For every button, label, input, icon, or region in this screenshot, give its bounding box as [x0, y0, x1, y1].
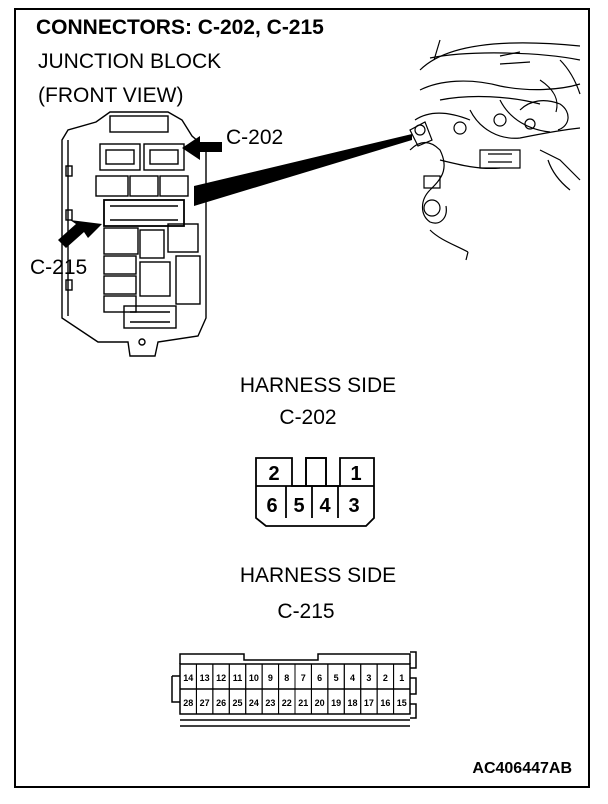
c215-pin: 7 — [301, 673, 306, 683]
c215-pin: 6 — [317, 673, 322, 683]
c202-arrow — [182, 136, 222, 160]
c215-pin: 4 — [350, 673, 355, 683]
c215-pin: 3 — [366, 673, 371, 683]
c202-pin: 2 — [268, 463, 279, 485]
c215-pin: 17 — [364, 698, 374, 708]
c215-pin: 2 — [383, 673, 388, 683]
c215-pin: 23 — [265, 698, 275, 708]
c215-pin: 24 — [249, 698, 259, 708]
subtitle-junction-block: JUNCTION BLOCK — [38, 50, 222, 73]
c215-pin: 16 — [380, 698, 390, 708]
c202-heading: HARNESS SIDE — [239, 374, 397, 397]
c215-heading: HARNESS SIDE — [239, 564, 397, 587]
c215-pin: 22 — [282, 698, 292, 708]
c215-pin: 15 — [397, 698, 407, 708]
c215-pin: 11 — [233, 673, 243, 683]
dashboard-location-sketch — [409, 39, 581, 261]
c215-pin: 27 — [200, 698, 210, 708]
figure-frame — [14, 8, 590, 788]
c215-pin: 25 — [232, 698, 242, 708]
c215-pin: 21 — [298, 698, 308, 708]
location-pointer-wedge — [194, 134, 412, 206]
page-title: CONNECTORS: C-202, C-215 — [36, 16, 324, 39]
c215-arrow — [58, 220, 102, 248]
c215-pin: 8 — [284, 673, 289, 683]
figure-code: AC406447AB — [472, 760, 572, 777]
c202-pin: 3 — [348, 495, 359, 517]
callout-c215: C-215 — [30, 256, 88, 279]
c215-pin: 14 — [183, 673, 193, 683]
c215-name: C-215 — [277, 600, 335, 623]
c215-pin: 19 — [331, 698, 341, 708]
c215-pin: 1 — [399, 673, 404, 683]
c215-pin: 20 — [315, 698, 325, 708]
c202-pin-labels: 2 1 6 5 4 3 — [266, 463, 361, 517]
c215-pin: 18 — [347, 698, 357, 708]
c202-pin: 1 — [350, 463, 361, 485]
c215-pin: 26 — [216, 698, 226, 708]
c202-pin: 5 — [293, 495, 304, 517]
callout-c202: C-202 — [226, 126, 284, 149]
c215-pin-cell — [393, 688, 411, 715]
c215-pin: 10 — [249, 673, 259, 683]
c202-connector-outline — [255, 457, 375, 527]
c215-pin: 12 — [216, 673, 226, 683]
c215-pin: 9 — [268, 673, 273, 683]
c202-pin: 4 — [319, 495, 331, 517]
c202-name: C-202 — [279, 406, 337, 429]
c215-pin: 5 — [334, 673, 339, 683]
c202-pin: 6 — [266, 495, 277, 517]
c215-pin: 13 — [200, 673, 210, 683]
c215-pin: 28 — [183, 698, 193, 708]
subtitle-front-view: (FRONT VIEW) — [38, 84, 184, 107]
junction-block-illustration — [61, 111, 207, 357]
